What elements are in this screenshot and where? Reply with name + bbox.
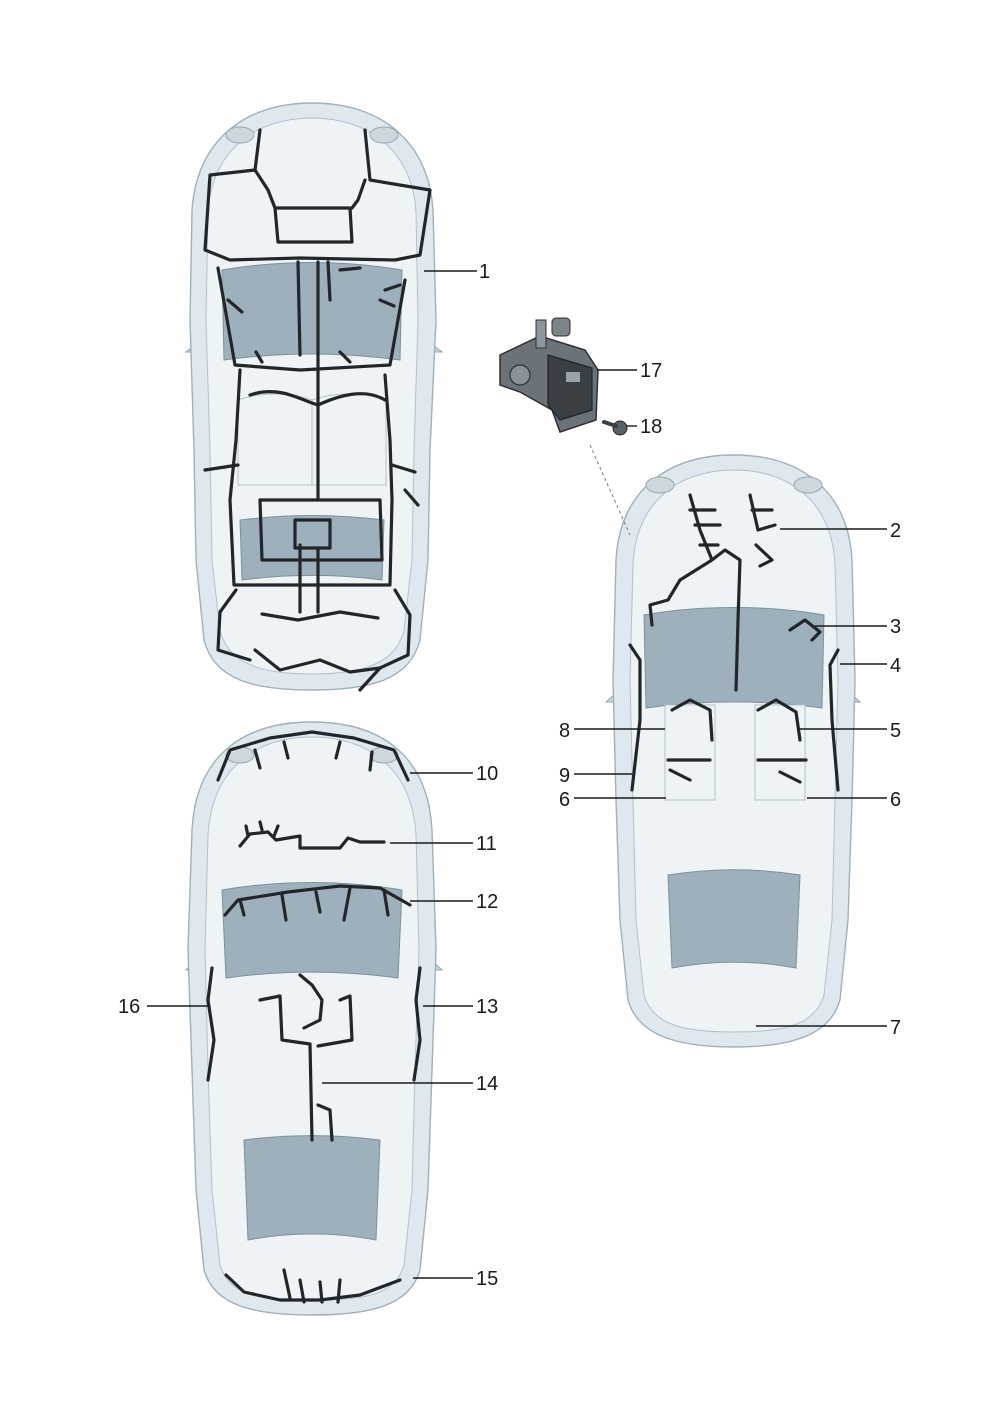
callout-6-right: 6 <box>890 789 901 811</box>
callout-12: 12 <box>476 891 498 913</box>
car-bottom-left-harnesses <box>206 730 422 1304</box>
callout-4: 4 <box>890 655 901 677</box>
car-right-harnesses <box>628 493 840 792</box>
callout-11: 11 <box>476 833 497 855</box>
callout-5: 5 <box>890 720 901 742</box>
callout-2: 2 <box>890 520 901 542</box>
callout-13: 13 <box>476 996 498 1018</box>
screw <box>602 420 628 436</box>
callout-8: 8 <box>559 720 570 742</box>
callout-14: 14 <box>476 1073 498 1095</box>
callout-1: 1 <box>479 261 490 283</box>
callout-labels: 1 2 3 4 5 6 8 9 6 7 10 11 12 13 14 15 16… <box>118 261 901 1290</box>
callout-16: 16 <box>118 996 140 1018</box>
car-top-left <box>184 102 444 691</box>
callout-15: 15 <box>476 1268 498 1290</box>
callout-18: 18 <box>640 416 662 438</box>
car-bottom-left <box>184 721 444 1316</box>
callout-10: 10 <box>476 763 498 785</box>
leader-lines <box>147 270 887 1279</box>
callout-6-left: 6 <box>559 789 570 811</box>
callout-3: 3 <box>890 616 901 638</box>
callout-17: 17 <box>640 360 662 382</box>
car-right <box>604 454 862 1048</box>
callout-9: 9 <box>559 765 570 787</box>
main-wiring-harness <box>203 128 432 692</box>
callout-7: 7 <box>890 1017 901 1039</box>
actuator-module <box>499 317 599 433</box>
